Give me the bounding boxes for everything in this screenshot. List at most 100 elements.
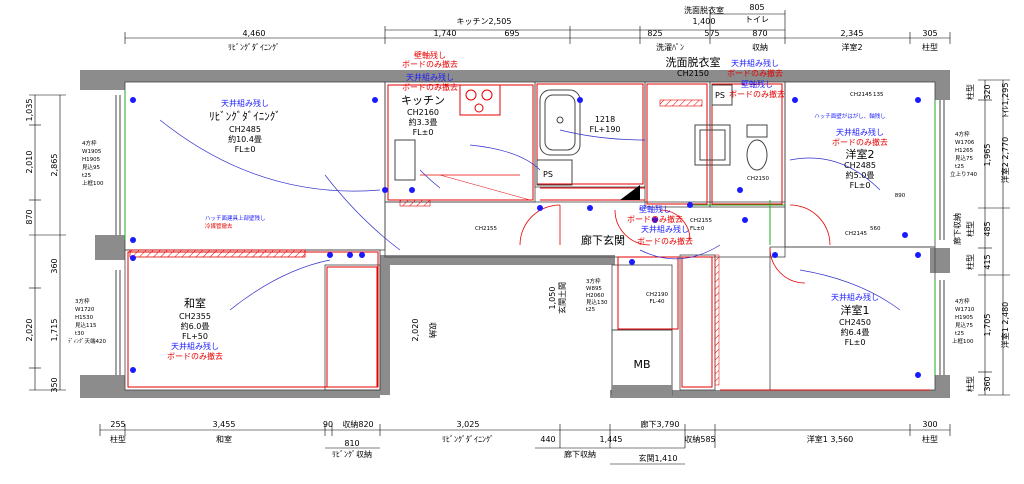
kitchen-total-dim: キッチン2,505 — [457, 17, 512, 26]
dim-1740: 1,740 — [434, 29, 457, 38]
dim-485: 485 — [983, 221, 992, 236]
dim-440: 440 — [540, 435, 555, 444]
wash-total-label: 洗面脱衣室 — [684, 5, 724, 15]
entrance-dim: 1,050 — [548, 287, 557, 310]
bed2-ch2145: CH2145 — [850, 92, 872, 98]
hatch-note-2: 冷媒管撤去 — [205, 222, 233, 230]
hall-ch2155: CH2155 — [475, 226, 497, 232]
right-dimensions: 320 1,965 485 415 1,705 360 柱型 ﾄｲﾚ1,295 … — [952, 79, 1010, 396]
label-pillar-br: 柱型 — [922, 434, 938, 444]
label-living: ﾘﾋﾞﾝｸﾞﾀﾞｲﾆﾝｸﾞ — [228, 43, 280, 52]
storage-label: 収納 — [428, 322, 438, 338]
bottom-dimensions: 255 3,455 90 収納820 3,025 廊下3,790 300 柱型 … — [99, 419, 951, 465]
washitsu-ch: CH2355 — [179, 312, 211, 321]
label-laundry-pan: 洗濯ﾊﾟﾝ — [656, 42, 684, 52]
bed1-fl: FL±0 — [845, 338, 866, 347]
win-washitsu-4: t30 — [75, 331, 85, 337]
bed2-ch: CH2485 — [844, 161, 876, 170]
win-living-2: H1905 — [82, 157, 101, 163]
dim-2345: 2,345 — [841, 29, 864, 38]
bath-fl: FL+190 — [589, 125, 620, 134]
win-bed1-3: 見込75 — [955, 321, 973, 329]
wash-board-note: ボードのみ撤去 — [727, 68, 783, 78]
win-bed1-4: t25 — [955, 331, 965, 337]
wash-sink — [694, 124, 731, 166]
dim-storage820: 収納820 — [342, 419, 373, 429]
room-bed2: ハッチ面壁がはがし、軸残し 天井組み残し ボードのみ撤去 洋室2 CH2485 … — [814, 92, 906, 199]
wash-ceiling-note: 天井組み残し — [731, 58, 779, 68]
bed2-hatch-note: ハッチ面壁がはがし、軸残し — [814, 112, 886, 120]
label-pillar-top: 柱型 — [922, 42, 938, 52]
entrance-ch: CH2190 — [646, 292, 668, 298]
entrance-label: 玄関土間 — [557, 282, 567, 314]
window-spec-bed2: 4方枠 W1706 H1265 見込75 t25 立上り740 — [950, 130, 977, 178]
blue-wiring — [159, 119, 901, 311]
hall-fl0: FL±0 — [690, 226, 705, 232]
label-pillar-bl: 柱型 — [110, 434, 126, 444]
dim-2010: 2,010 — [25, 151, 34, 174]
hall-560: 560 — [870, 226, 881, 232]
label-pillar-r3: 柱型 — [965, 376, 975, 392]
dim-toilet1295: ﾄｲﾚ1,295 — [1001, 83, 1010, 118]
kitchen-ceiling-note: 天井組み残し — [406, 72, 454, 82]
kitchen-fl: FL±0 — [413, 128, 434, 137]
kitchen-board-note-2: ボードのみ撤去 — [402, 82, 458, 92]
washitsu-fl: FL+50 — [182, 332, 208, 341]
washroom-name: 洗面脱衣室 — [666, 55, 721, 69]
bed1-name: 洋室1 — [841, 303, 870, 317]
toilet-wall-note: 壁軸残し — [741, 79, 773, 89]
kitchen-wall-note: 壁軸残し — [414, 50, 446, 60]
dim-3455: 3,455 — [213, 420, 236, 429]
dim-1035: 1,035 — [25, 99, 34, 122]
win-living-5: 上框100 — [82, 179, 104, 187]
label-living-storage: ﾘﾋﾞﾝｸﾞ収納 — [332, 449, 372, 459]
toilet-equipment: PS — [711, 84, 768, 171]
dim-360-left: 360 — [50, 258, 59, 273]
mb-label: MB — [633, 358, 650, 371]
living-area: 約10.4畳 — [228, 134, 262, 144]
hall-ceiling-note: 天井組み残し — [641, 224, 689, 234]
living-ch: CH2485 — [229, 125, 261, 134]
label-hall-storage-r: 廊下収納 — [952, 213, 962, 245]
bed1-ceiling-note: 天井組み残し — [831, 292, 879, 302]
dim-305: 305 — [922, 29, 937, 38]
hatch-strip-washitsu — [129, 249, 306, 258]
top-dimensions: キッチン2,505 洗面脱衣室 1,400 805 トイレ 4,460 1,74… — [124, 3, 951, 52]
bed1-ch: CH2450 — [839, 318, 871, 327]
win-bed1-5: 上框100 — [952, 337, 974, 345]
dim-1965: 1,965 — [983, 144, 992, 167]
hatch-strip-wash — [659, 99, 703, 107]
win-bed2-1: W1706 — [955, 140, 975, 146]
dim-90: 90 — [323, 420, 333, 429]
kitchen-board-note: ボードのみ撤去 — [402, 59, 458, 69]
label-pillar-r4: 柱型 — [965, 221, 975, 237]
dim-bed1-3560: 洋室1 3,560 — [807, 434, 854, 444]
dim-4460: 4,460 — [243, 29, 266, 38]
label-storage-top: 収納 — [752, 42, 768, 52]
bed1-area: 約6.4畳 — [841, 327, 870, 337]
win-living-1: W1905 — [82, 149, 102, 155]
win-bed1-2: H1905 — [955, 315, 974, 321]
room-bed1: 天井組み残し 洋室1 CH2450 約6.4畳 FL±0 — [831, 292, 879, 347]
dim-320: 320 — [983, 84, 992, 99]
room-bath: 1218 FL+190 — [589, 115, 620, 134]
dim-storage585: 収納585 — [684, 434, 715, 444]
washitsu-ceiling-note: 天井組み残し — [171, 341, 219, 351]
green-lines — [124, 90, 936, 375]
bed2-135: 135 — [873, 92, 884, 98]
outlet-markers — [130, 97, 921, 378]
dim-hall3790: 廊下3,790 — [641, 419, 680, 429]
dim-255: 255 — [110, 420, 125, 429]
hall-name: 廊下玄関 — [581, 233, 625, 247]
dim-3025: 3,025 — [457, 420, 480, 429]
dim-bed2-2770: 洋室2 2,770 — [1000, 137, 1010, 184]
door-spec-2: H2060 — [586, 293, 605, 299]
dim-810: 810 — [344, 439, 359, 448]
win-bed2-4: t25 — [955, 164, 965, 170]
bed2-890: 890 — [895, 193, 906, 199]
win-washitsu-1: W1720 — [75, 307, 95, 313]
toilet-board-note: ボードのみ撤去 — [729, 89, 785, 99]
win-washitsu-2: H1530 — [75, 315, 94, 321]
dim-350: 350 — [50, 377, 59, 392]
dim-1715: 1,715 — [50, 319, 59, 342]
